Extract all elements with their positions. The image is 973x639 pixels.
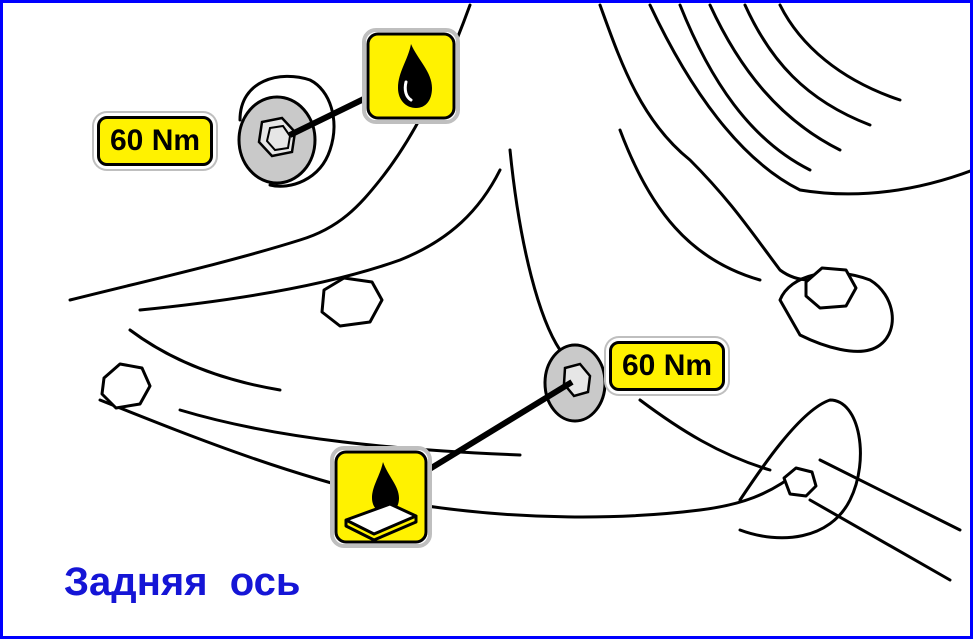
bolt-3: [804, 266, 858, 310]
housing-right-lower: [638, 398, 772, 472]
lower-leader: [426, 379, 574, 473]
housing-right-fold: [618, 128, 762, 282]
upper-leader: [288, 92, 374, 138]
axle-tube-rib-2: [708, 3, 842, 152]
housing-center-fold: [508, 148, 562, 352]
sealant-drop-icon: [330, 446, 432, 548]
torque-label-upper: 60 Nm: [97, 116, 214, 166]
upper-plug: [237, 95, 317, 185]
bolt-4: [782, 466, 818, 498]
axle-tube-rib-1: [678, 3, 812, 172]
drive-shaft-line-1: [818, 458, 962, 532]
right-flange-lower: [738, 398, 862, 540]
torque-label-lower: 60 Nm: [609, 341, 726, 391]
housing-inner-curve: [138, 168, 502, 312]
housing-bottom-edge: [98, 398, 802, 519]
axle-tube-outer: [648, 3, 973, 196]
oil-drop-icon: [362, 28, 460, 124]
bolt-1: [320, 276, 384, 328]
housing-side-rib: [128, 328, 282, 392]
drive-shaft-line-2: [808, 498, 952, 582]
upper-boss: [238, 74, 336, 188]
axle-tube-rib-4: [778, 3, 902, 102]
caption: Задняя ось: [64, 560, 301, 604]
hex-bolts: [100, 266, 858, 498]
axle-tube-rib-3: [743, 3, 872, 127]
bolt-2: [100, 362, 152, 410]
lower-plug: [543, 343, 607, 423]
housing-lower-rib: [178, 408, 522, 457]
